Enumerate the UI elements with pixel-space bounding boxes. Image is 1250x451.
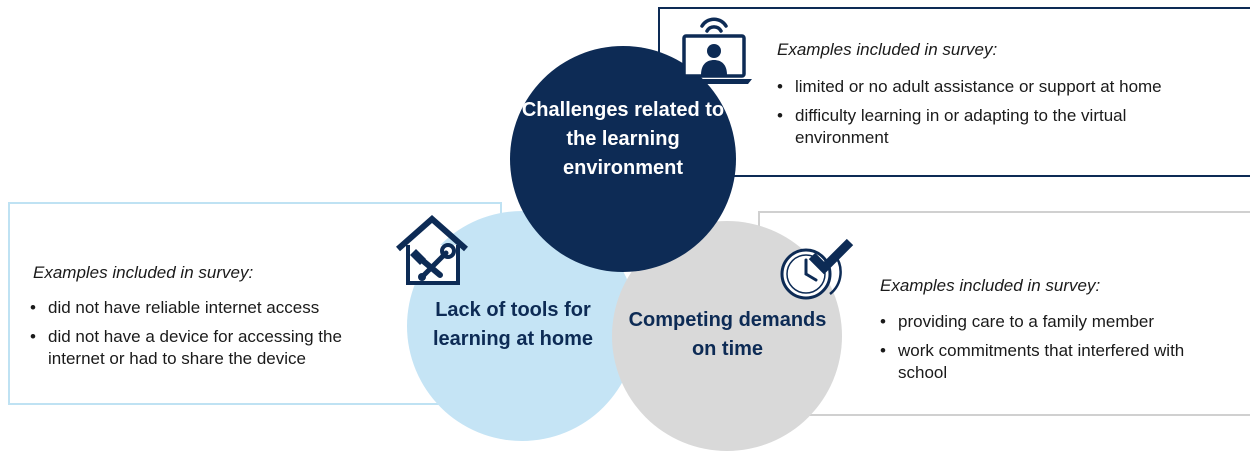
list-item: did not have reliable internet access: [28, 297, 396, 319]
list-item: providing care to a family member: [878, 311, 1218, 333]
list-item: did not have a device for accessing the …: [28, 326, 396, 370]
laptop-user-icon: [676, 17, 752, 84]
list-item: limited or no adult assistance or suppor…: [775, 76, 1215, 98]
learning-environment-label: Challenges related to the learning envir…: [521, 99, 725, 179]
top-examples-list: limited or no adult assistance or suppor…: [775, 76, 1215, 156]
list-item: difficulty learning in or adapting to th…: [775, 105, 1215, 149]
list-item: work commitments that interfered with sc…: [878, 340, 1218, 384]
tools-label: Lack of tools for learning at home: [432, 299, 594, 350]
left-examples-title: Examples included in survey:: [33, 263, 254, 282]
top-examples-title: Examples included in survey:: [777, 40, 998, 59]
clock-check-icon: [780, 238, 854, 300]
left-examples-list: did not have reliable internet access di…: [28, 297, 396, 377]
right-examples-title: Examples included in survey:: [880, 276, 1101, 295]
home-tools-icon: [396, 214, 468, 285]
time-label: Competing demands on time: [628, 309, 827, 360]
right-examples-list: providing care to a family member work c…: [878, 311, 1218, 391]
